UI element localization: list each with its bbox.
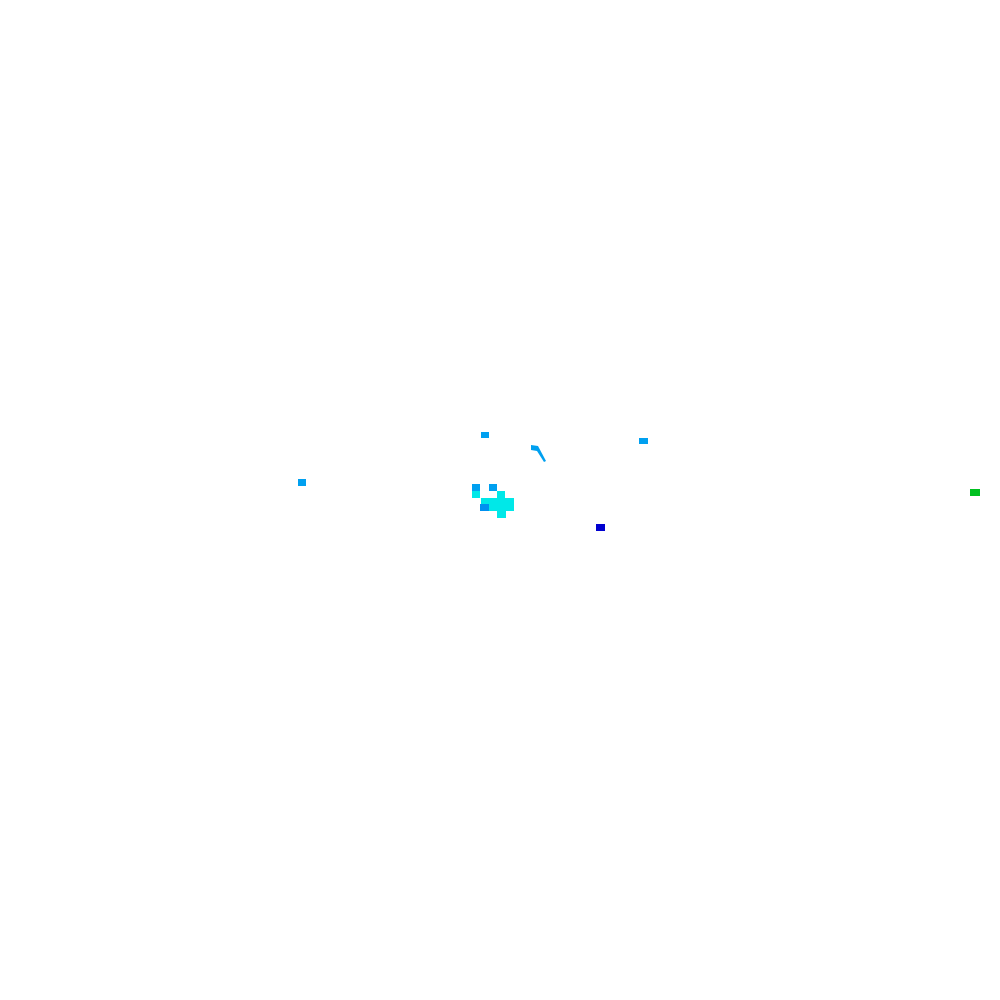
cluster-cell [480, 504, 489, 511]
cluster-cell [481, 505, 514, 511]
dark-blue-dot [596, 524, 605, 531]
cluster-cell [481, 498, 514, 506]
green-dot [970, 489, 980, 496]
cluster-cell [497, 491, 505, 499]
blue-dot [298, 479, 306, 486]
cluster-cell [489, 484, 497, 491]
cluster-cell [472, 484, 480, 492]
curved-stroke-mark [531, 445, 546, 462]
blue-dot [639, 438, 648, 444]
cluster-cell [497, 510, 506, 518]
cluster-cell [472, 491, 480, 498]
blue-dot [481, 432, 489, 438]
